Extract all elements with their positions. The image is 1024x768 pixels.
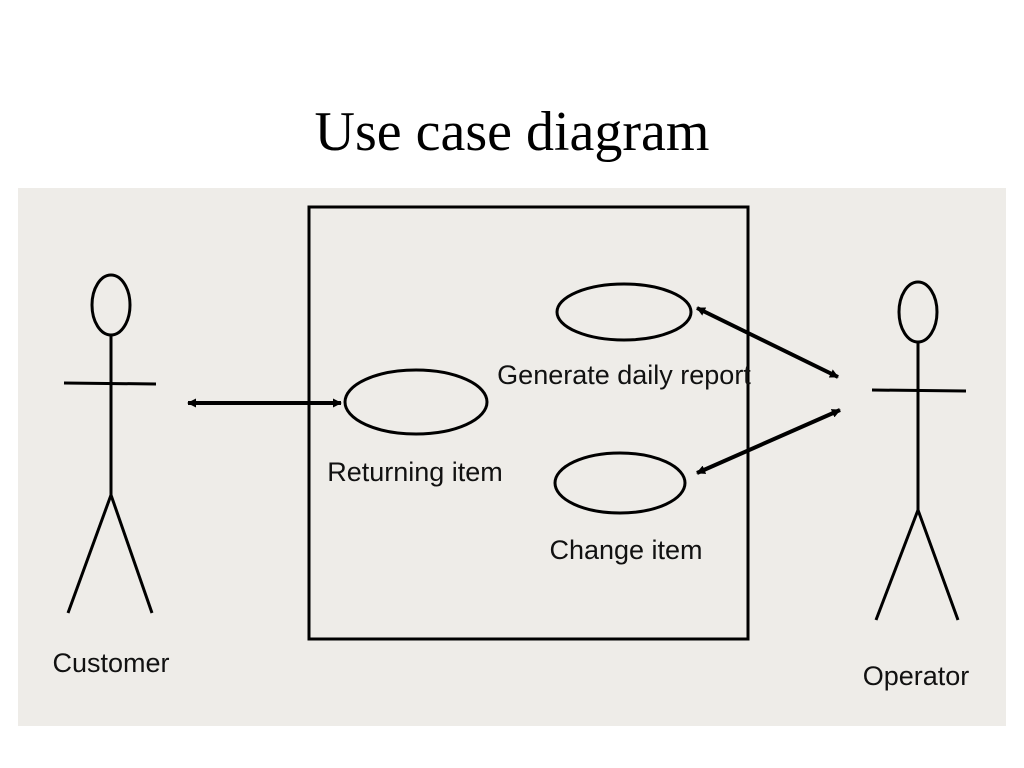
use-case-change-item-label: Change item — [549, 535, 702, 565]
customer-actor — [63, 273, 157, 614]
system-boundary — [307, 205, 750, 641]
slide-title: Use case diagram — [314, 101, 710, 163]
customer-label: Customer — [52, 648, 169, 678]
operator-actor — [871, 280, 967, 621]
operator-right-leg — [916, 509, 960, 621]
operator-left-leg — [874, 509, 920, 621]
customer-arms — [63, 381, 157, 386]
association-operator-generate-daily-report — [696, 306, 839, 379]
operator-head — [897, 280, 939, 344]
use-case-returning-item-label: Returning item — [327, 457, 503, 487]
use-case-generate-daily-report — [555, 282, 693, 342]
scanned-figure-background — [18, 188, 1006, 726]
use-case-generate-daily-report-label: Generate daily report — [497, 360, 751, 390]
use-case-change-item — [553, 451, 687, 515]
customer-head — [90, 273, 132, 337]
operator-label: Operator — [863, 661, 970, 691]
operator-arms — [871, 388, 967, 393]
use-case-returning-item — [343, 368, 489, 436]
association-operator-change-item — [696, 408, 841, 475]
customer-right-leg — [109, 494, 154, 614]
customer-left-leg — [66, 494, 113, 614]
